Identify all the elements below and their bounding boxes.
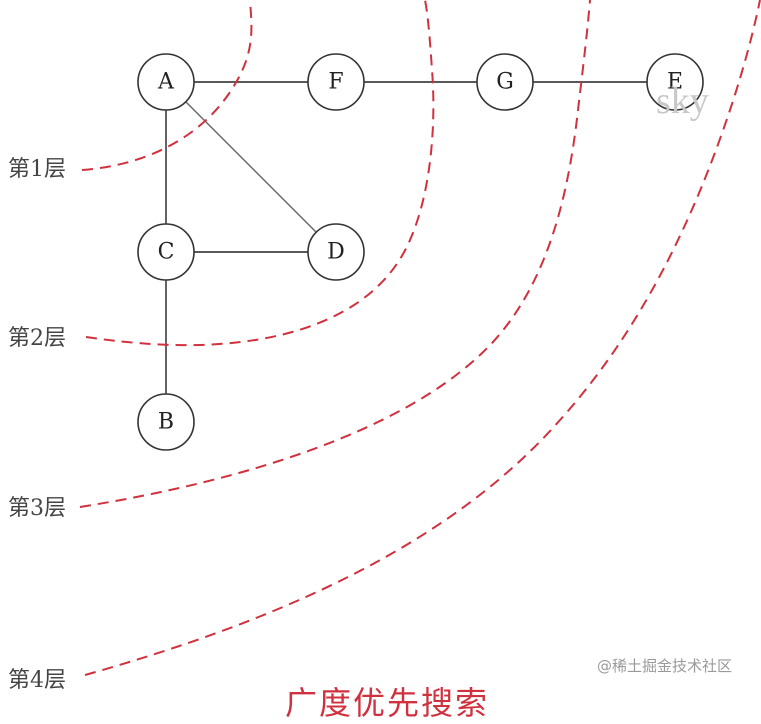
node-e: E	[646, 53, 704, 111]
node-g: G	[476, 53, 534, 111]
layer-labels: 第1层 第2层 第3层 第4层	[8, 157, 66, 693]
layer-4-label: 第4层	[8, 668, 66, 693]
edges	[165, 81, 647, 394]
sky-watermark: sky	[656, 80, 709, 122]
layer-2-boundary	[85, 0, 435, 347]
node-e-label: E	[667, 70, 683, 95]
diagram-caption: 广度优先搜索	[285, 684, 490, 722]
node-c: C	[137, 223, 195, 281]
layer-1-boundary	[81, 0, 253, 171]
node-b: B	[137, 393, 195, 451]
layer-boundaries	[79, 0, 761, 676]
nodes: A F G E C D B	[137, 53, 704, 451]
node-f: F	[307, 53, 365, 111]
node-g-label: G	[496, 70, 514, 95]
layer-2-label: 第2层	[8, 326, 66, 351]
layer-4-boundary	[84, 0, 761, 676]
node-c-label: C	[158, 240, 175, 265]
bfs-diagram: A F G E C D B sky 第1层 第2层 第3层	[8, 0, 761, 693]
node-a: A	[137, 53, 195, 111]
node-d: D	[307, 223, 365, 281]
edge-a-d	[185, 101, 317, 233]
node-a-label: A	[157, 70, 175, 95]
site-watermark: @稀土掘金技术社区	[597, 657, 733, 675]
node-b-label: B	[158, 410, 174, 435]
layer-3-label: 第3层	[8, 496, 66, 521]
layer-1-label: 第1层	[8, 157, 66, 182]
node-f-label: F	[328, 70, 343, 95]
layer-3-boundary	[79, 0, 591, 508]
node-d-label: D	[327, 240, 345, 265]
